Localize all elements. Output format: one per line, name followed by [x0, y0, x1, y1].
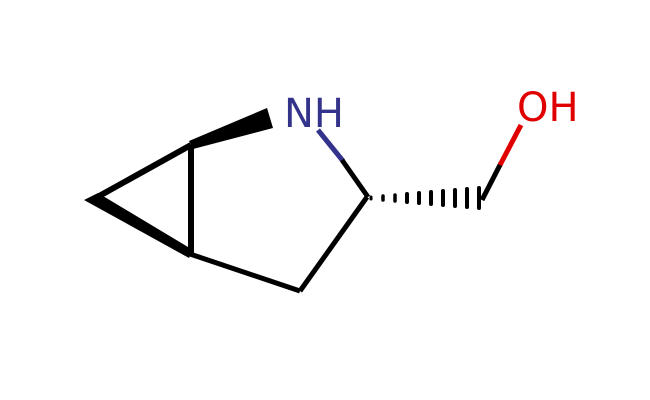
- oxygen-label: OH: [517, 85, 579, 131]
- bond-c3-c4: [297, 195, 370, 293]
- nitrogen-label: NH: [284, 91, 344, 137]
- bond-n-c3-n-half: [316, 128, 345, 163]
- bond-ch2-o-c-half: [479, 161, 504, 202]
- wedge-bond-c1-n: [189, 108, 273, 149]
- bond-c4-c5: [189, 251, 301, 294]
- wedge-bond-c6-c5: [84, 193, 193, 258]
- bond-n-c3-c-half: [339, 158, 371, 199]
- bond-ch2-o-o-half: [497, 123, 524, 167]
- hash-bond-c3-ch2: [369, 186, 481, 210]
- bond-c1-c6: [90, 142, 193, 203]
